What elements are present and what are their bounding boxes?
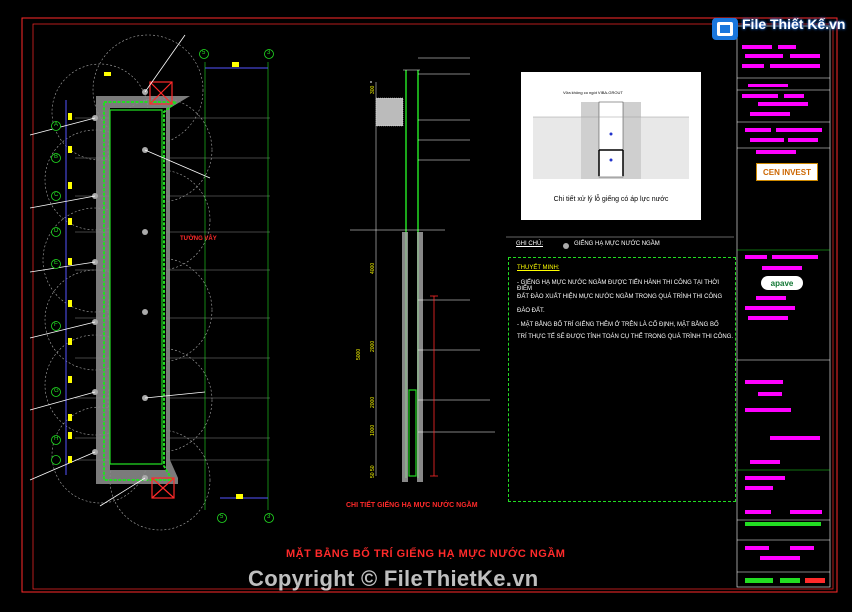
dimension-text: 5000: [356, 349, 362, 360]
outer-frame: [21, 17, 838, 593]
dimension-text: 4000: [370, 263, 376, 274]
logo-text: File Thiết Kế.vn: [742, 16, 846, 32]
grid-label-left-c: C: [54, 192, 59, 198]
title-block-text: [742, 45, 822, 560]
corner-markers: [149, 81, 175, 499]
legend-well-icon: [563, 243, 569, 249]
yellow-markers: [68, 62, 243, 499]
grid-label-left-b: B: [54, 154, 59, 160]
title-block-green: [745, 522, 821, 583]
well-detail-title: CHI TIẾT GIẾNG HẠ MỰC NƯỚC NGẦM: [346, 502, 478, 509]
dimension-text: 50 50: [370, 465, 376, 478]
copyright-watermark: Copyright © FileThietKe.vn: [248, 566, 539, 591]
dim-lines: [65, 67, 268, 499]
grid-label-left-e: E: [54, 260, 59, 266]
dimension-text: 2000: [370, 397, 376, 408]
dimension-text: 300: [370, 85, 376, 94]
dimension-text: 2000: [370, 341, 376, 352]
filethietke-logo: [712, 18, 738, 40]
grid-label-bottom-1: 5: [220, 514, 224, 520]
inner-frame: [32, 23, 834, 590]
title-block: [736, 25, 831, 588]
grid-label-left-h: H: [54, 436, 59, 442]
plan-title: MẶT BẰNG BỐ TRÍ GIẾNG HẠ MỰC NƯỚC NGẦM: [286, 548, 566, 560]
note-line-4: - MẶT BẰNG BỐ TRÍ GIẾNG THÊM Ở TRÊN LÀ C…: [517, 322, 719, 328]
note-line-3: ĐÀO ĐẤT.: [517, 308, 545, 314]
notes-box: THUYẾT MINH: - GIẾNG HẠ MỰC NƯỚC NGẦM ĐƯ…: [508, 257, 736, 502]
legend-item-label: GIẾNG HẠ MỰC NƯỚC NGẦM: [574, 241, 660, 247]
cen-invest-logo: CEN INVEST: [756, 163, 818, 181]
diaphragm-wall-label: TƯỜNG VÂY: [180, 236, 217, 242]
dimension-text: 1000: [370, 425, 376, 436]
grid-label-top-2: 3: [267, 50, 271, 56]
note-line-2: ĐẤT ĐÀO XUẤT HIỆN MỰC NƯỚC NGẦM TRONG QU…: [517, 294, 723, 300]
grid-label-top-1: 5: [202, 50, 206, 56]
legend-heading: GHI CHÚ:: [516, 241, 543, 247]
grid-label-left-g: G: [54, 388, 59, 394]
note-line-5: TRÍ THỰC TẾ SẼ ĐƯỢC TÍNH TOÁN CỤ THỂ TRO…: [517, 334, 734, 340]
note-line-1: - GIẾNG HẠ MỰC NƯỚC NGẦM ĐƯỢC TIẾN HÀNH …: [517, 280, 720, 292]
apave-logo: apave: [761, 276, 803, 290]
grout-detail-sketch: [533, 101, 689, 179]
title-block-red: [805, 578, 825, 583]
photo-caption: Chi tiết xử lý lỗ giếng có áp lực nước: [553, 196, 669, 203]
leader-lines: [29, 34, 211, 507]
grout-detail-photo: Vữa không co ngót VIBA-GROUT Chi tiết xử…: [521, 72, 701, 220]
grid-label-bottom-2: 3: [267, 514, 271, 520]
diaphragm-wall: [96, 96, 190, 484]
photo-top-label: Vữa không co ngót VIBA-GROUT: [563, 90, 623, 95]
grid-label-left-a: A: [54, 122, 59, 128]
well-section: [350, 57, 495, 482]
notes-heading: THUYẾT MINH:: [517, 265, 560, 271]
grid-bubbles: [51, 49, 274, 523]
grid-label-left-f: F: [54, 322, 58, 328]
dimension-texts: 300 4000 2000 2000 5000 1000 50 50: [356, 85, 376, 478]
grid-label-left-d: D: [54, 228, 59, 234]
grid-axes: [204, 62, 269, 510]
